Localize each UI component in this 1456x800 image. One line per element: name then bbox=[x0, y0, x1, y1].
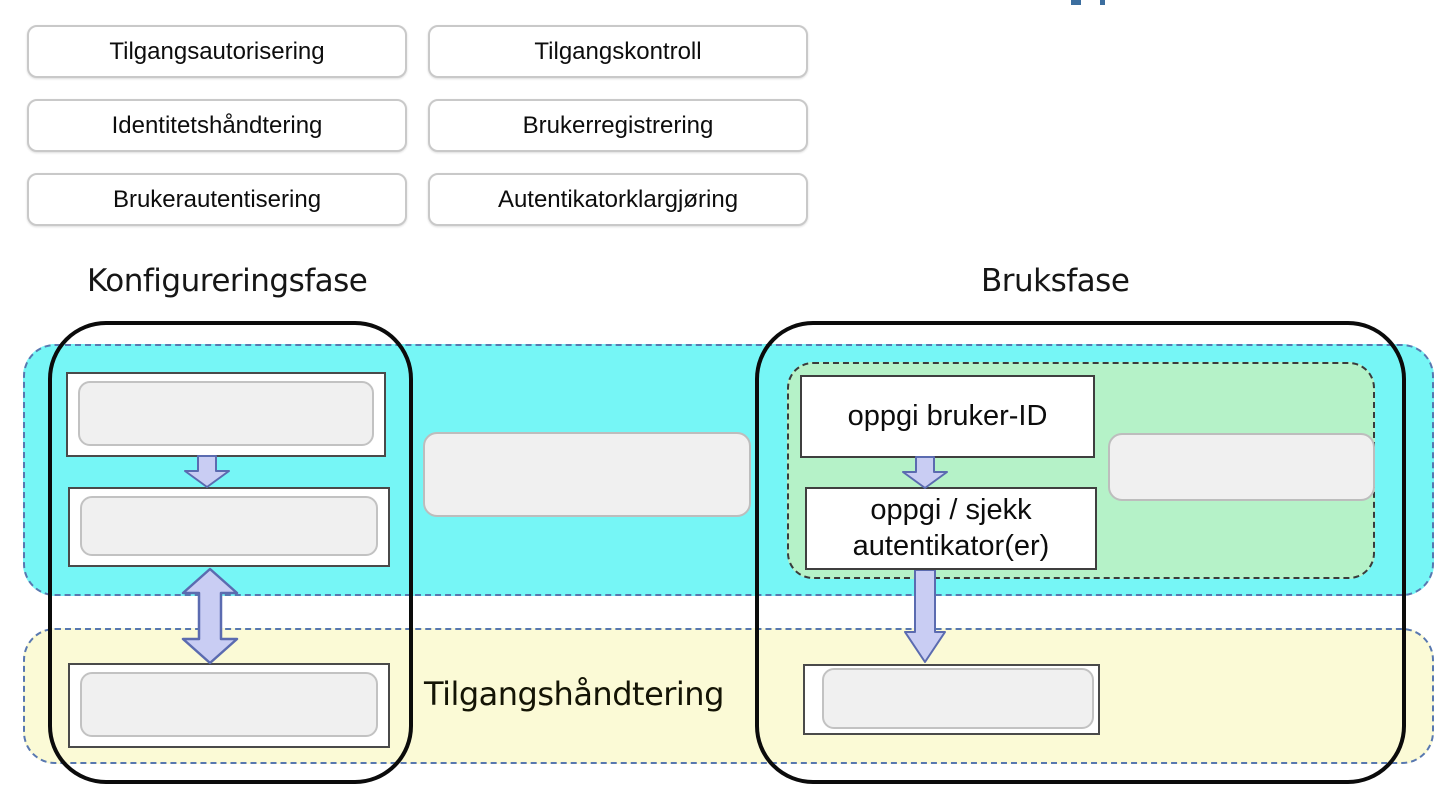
usage-step-label: oppgi bruker-ID bbox=[847, 399, 1048, 432]
drop-slot-placeholder bbox=[80, 496, 378, 556]
chip-brukerregistrering[interactable]: Brukerregistrering bbox=[428, 99, 808, 152]
double-arrow-icon bbox=[181, 567, 239, 665]
usage-step-label-line1: oppgi / sjekk bbox=[870, 494, 1032, 527]
drop-slot-config-2[interactable] bbox=[68, 487, 390, 567]
long-down-arrow-icon bbox=[904, 570, 946, 663]
chip-tilgangsautorisering[interactable]: Tilgangsautorisering bbox=[27, 25, 407, 78]
drop-slot-usage-bottom[interactable] bbox=[803, 664, 1100, 735]
access-management-label: Tilgangshåndtering bbox=[424, 675, 724, 713]
drop-slot-green-right[interactable] bbox=[1108, 433, 1375, 501]
clipped-blue-text-fragment bbox=[1100, 0, 1105, 5]
chip-autentikatorklargjoring[interactable]: Autentikatorklargjøring bbox=[428, 173, 808, 226]
drop-slot-config-1[interactable] bbox=[66, 372, 386, 457]
chip-brukerautentisering[interactable]: Brukerautentisering bbox=[27, 173, 407, 226]
chip-tilgangskontroll[interactable]: Tilgangskontroll bbox=[428, 25, 808, 78]
down-arrow-icon bbox=[184, 455, 230, 488]
drop-slot-placeholder bbox=[78, 381, 374, 446]
usage-step-box-authenticator: oppgi / sjekk autentikator(er) bbox=[805, 487, 1097, 570]
configuration-phase-heading: Konfigureringsfase bbox=[87, 263, 368, 299]
drop-slot-placeholder bbox=[822, 668, 1094, 729]
chip-identitetshandtering[interactable]: Identitetshåndtering bbox=[27, 99, 407, 152]
usage-step-label-line2: autentikator(er) bbox=[852, 529, 1050, 562]
down-arrow-icon bbox=[902, 456, 948, 489]
clipped-blue-text-fragment bbox=[1071, 0, 1081, 5]
band-gap bbox=[23, 596, 1434, 628]
drop-slot-placeholder bbox=[80, 672, 378, 737]
drop-slot-config-3[interactable] bbox=[68, 663, 390, 748]
drop-slot-cyan-middle[interactable] bbox=[423, 432, 751, 517]
usage-phase-heading: Bruksfase bbox=[981, 263, 1130, 299]
usage-step-box-user-id: oppgi bruker-ID bbox=[800, 375, 1095, 458]
